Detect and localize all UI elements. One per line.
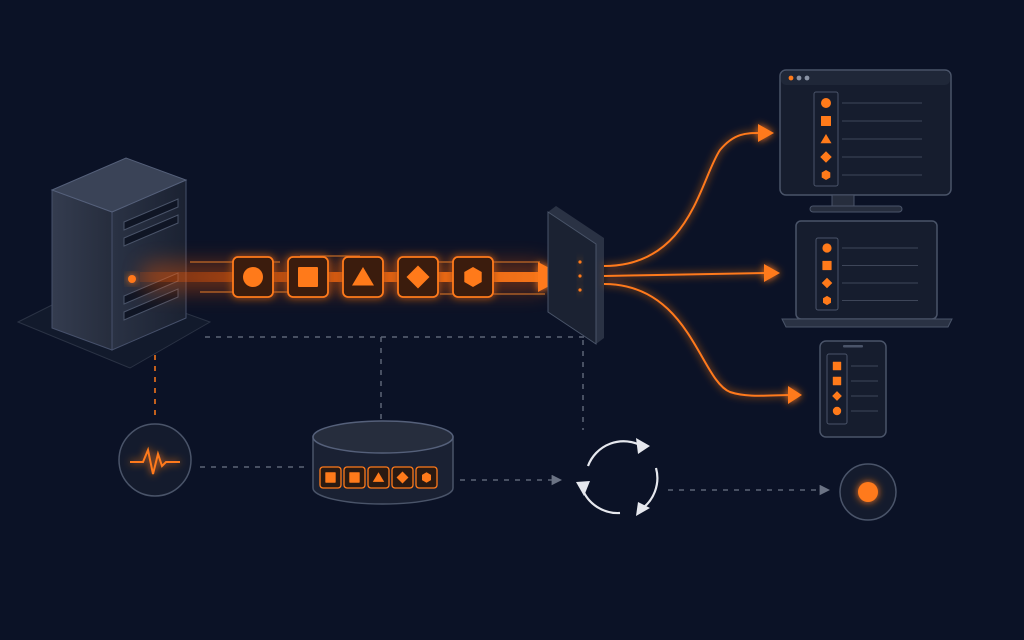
device-list-item (832, 391, 878, 401)
buffer-packet (343, 466, 366, 489)
hexagon-icon (823, 295, 831, 306)
laptop-icon (781, 220, 953, 328)
device-list-item (822, 260, 918, 271)
circle-icon (243, 267, 263, 287)
buffer-packet (415, 466, 438, 489)
device-list-item (822, 243, 918, 253)
stream-packets (232, 256, 494, 298)
hexagon-icon (821, 170, 831, 180)
database-icon (312, 420, 454, 505)
tablet-icon (819, 340, 887, 438)
arrowhead-desktop-icon (758, 124, 774, 142)
device-list-item (820, 151, 922, 163)
stream-packet (397, 256, 439, 298)
hexagon-icon (422, 472, 431, 483)
arrowhead-laptop-icon (764, 264, 780, 282)
square-icon (832, 361, 842, 371)
diamond-icon (406, 265, 430, 289)
tablet-shape-list (832, 361, 878, 416)
laptop-shape-list (821, 243, 918, 306)
device-list-item (832, 376, 878, 386)
device-list-item (832, 361, 878, 371)
device-list-item (823, 295, 918, 306)
device-list-item (820, 134, 922, 144)
server-led (128, 275, 136, 283)
triangle-icon (372, 472, 385, 482)
device-list-item (821, 277, 918, 289)
buffer-packet (391, 466, 414, 489)
desktop-shape-list (820, 98, 922, 180)
diamond-icon (820, 151, 832, 163)
triangle-icon (820, 134, 832, 144)
device-list-item (821, 116, 922, 126)
square-icon (349, 472, 360, 483)
route-to-tablet (603, 283, 793, 397)
circle-icon (821, 98, 831, 108)
hexagon-icon (464, 267, 482, 287)
diamond-icon (821, 277, 833, 289)
square-icon (325, 472, 336, 483)
square-icon (822, 260, 832, 271)
diamond-icon (832, 391, 842, 401)
arrowhead-tablet-icon (788, 386, 802, 404)
stream-packet (287, 256, 329, 298)
device-list-item (821, 170, 922, 180)
stream-packet (232, 256, 274, 298)
refresh-cycle-icon (576, 438, 659, 516)
device-list-item (832, 406, 878, 416)
diamond-icon (396, 471, 409, 484)
device-list-item (821, 98, 922, 108)
square-icon (832, 376, 842, 386)
fanout-arrows (603, 131, 793, 397)
desktop-monitor-icon (779, 69, 952, 213)
stream-packet (452, 256, 494, 298)
connector-lines (154, 336, 831, 496)
buffer-packet (319, 466, 342, 489)
square-icon (298, 267, 318, 287)
route-to-laptop (603, 272, 767, 277)
server-icon (16, 157, 212, 369)
circle-icon (822, 243, 832, 253)
route-to-desktop (603, 131, 763, 267)
circle-icon (832, 406, 842, 416)
heartbeat-icon (118, 423, 192, 497)
buffer-packets (319, 466, 438, 489)
router-icon (547, 206, 604, 345)
square-icon (821, 116, 831, 126)
stream-packet (342, 256, 384, 298)
triangle-icon (352, 267, 374, 286)
buffer-packet (367, 466, 390, 489)
status-dot-icon (839, 463, 897, 521)
